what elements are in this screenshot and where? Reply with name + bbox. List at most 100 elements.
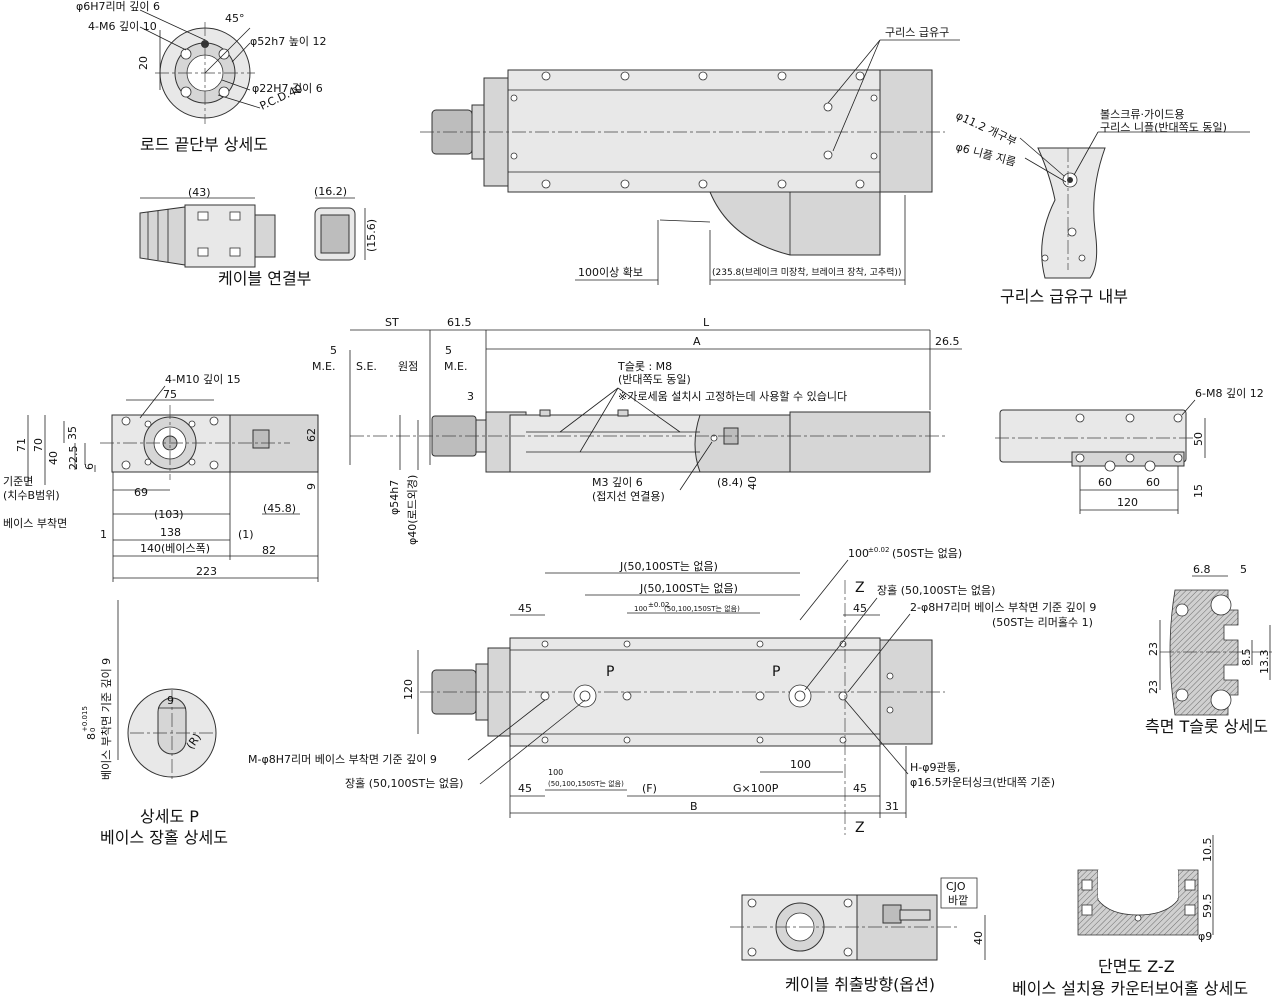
bottom-P1: P (606, 664, 614, 680)
end-view: 4-M10 깊이 15 75 71 70 35 40 22.5 6 62 9 6… (3, 373, 319, 582)
bottom-G: G×100P (733, 782, 779, 795)
end-mount-label: 베이스 부착면 (3, 517, 67, 530)
bottom-d45c: 45 (518, 782, 532, 795)
grease-ballscrew-label: 볼스크류·가이드용 (1100, 108, 1184, 121)
bottom-100-bot: 100 (548, 768, 563, 777)
end-d70: 70 (32, 438, 45, 452)
bottom-view: P P J(50,100ST는 없음) J(50,100ST는 없음) 100 … (248, 546, 1096, 836)
end-d40: 40 (47, 451, 60, 465)
end-d140: 140(베이스폭) (140, 542, 210, 555)
side-phi54: φ54h7 (388, 480, 401, 515)
rod-dim-20: 20 (137, 56, 150, 70)
side-d40: 40 (746, 476, 759, 490)
rear-tap-label: 6-M8 깊이 12 (1195, 387, 1264, 400)
p-d8-tol2: 0 (89, 728, 97, 732)
grease-port-label: 구리스 급유구 (885, 26, 949, 39)
end-d69: 69 (134, 486, 148, 499)
grease-detail: 볼스크류·가이드용 구리스 니플(반대쪽도 동일) φ11.2 개구부 φ6 니… (954, 108, 1250, 306)
end-d9: 9 (305, 483, 318, 490)
bottom-d45a: 45 (518, 602, 532, 615)
bottom-reamer2: 2-φ8H7리머 베이스 부착면 기준 깊이 9 (910, 601, 1096, 614)
end-d1b: (1) (238, 528, 254, 541)
end-d82: 82 (262, 544, 276, 557)
zz-caption1: 단면도 Z-Z (1098, 957, 1175, 976)
tslot-d6-8: 6.8 (1193, 563, 1211, 576)
side-origin: 원점 (398, 360, 418, 373)
side-m3: M3 깊이 6 (592, 476, 643, 489)
rear-d15: 15 (1192, 484, 1205, 498)
side-tslot2: (반대쪽도 동일) (618, 372, 691, 386)
end-d6: 6 (83, 463, 96, 470)
side-d5a: 5 (330, 344, 337, 357)
end-d103: (103) (154, 508, 184, 521)
rear-d60b: 60 (1146, 476, 1160, 489)
rear-d60a: 60 (1098, 476, 1112, 489)
top-view-100: 100이상 확보 (578, 266, 643, 279)
bottom-reamer2b: (50ST는 리머홀수 1) (992, 616, 1093, 629)
zz-d59-5: 59.5 (1201, 894, 1214, 919)
side-se: S.E. (356, 360, 377, 373)
rod-reamer-label: φ6H7리머 깊이 6 (76, 0, 160, 13)
end-ref-label2: (치수B범위) (3, 489, 60, 502)
end-d45-8: (45.8) (263, 502, 296, 515)
p-caption2: 베이스 장홀 상세도 (100, 828, 228, 847)
rod-bore-label: φ22H7 깊이 6 (252, 82, 323, 95)
bottom-slot-l: 장홀 (50,100ST는 없음) (345, 777, 463, 790)
bottom-slot-r: 장홀 (50,100ST는 없음) (877, 584, 995, 597)
side-61-5: 61.5 (447, 316, 472, 329)
cable-dim-43: (43) (188, 186, 211, 199)
bottom-d45d: 45 (853, 782, 867, 795)
top-view-235: (235.8(브레이크 미장착, 브레이크 장착, 고추력)) (712, 266, 901, 278)
side-me1: M.E. (312, 360, 335, 373)
tslot-d8-5: 8.5 (1240, 649, 1253, 667)
side-me2: M.E. (444, 360, 467, 373)
cable-exit: CJO 바깥 40 케이블 취출방향(옵션) (730, 877, 986, 994)
rod-angle-label: 45° (225, 12, 245, 25)
side-view: ST 61.5 L A 26.5 5 5 M.E. S.E. 원점 M.E. 3… (312, 316, 962, 545)
end-d138: 138 (160, 526, 181, 539)
bottom-100-top: 100 (848, 547, 869, 560)
bottom-100-r: 100 (790, 758, 811, 771)
p-d8-tol: +0.015 (81, 706, 89, 732)
bottom-d45b: 45 (853, 602, 867, 615)
side-A: A (693, 335, 701, 348)
side-26-5: 26.5 (935, 335, 960, 348)
tslot-detail: 6.8 5 23 23 8.5 13.3 측면 T슬롯 상세도 (1145, 563, 1275, 736)
bottom-B: B (690, 800, 698, 813)
cable-exit-caption: 케이블 취출방향(옵션) (785, 975, 935, 994)
rear-d50: 50 (1192, 432, 1205, 446)
tslot-d23a: 23 (1147, 642, 1160, 656)
end-d1a: 1 (100, 528, 107, 541)
side-st: ST (385, 316, 399, 329)
zz-phi9: φ9 (1198, 930, 1212, 943)
bottom-H2: φ16.5카운터싱크(반대쪽 기준) (910, 776, 1055, 789)
zz-caption2: 베이스 설치용 카운터보어홀 상세도 (1012, 979, 1248, 998)
rear-view: 6-M8 깊이 12 50 15 60 60 120 (995, 387, 1264, 514)
end-d223: 223 (196, 565, 217, 578)
bottom-F: (F) (642, 782, 657, 795)
cable-exit-d40: 40 (972, 931, 985, 945)
bottom-reamerM: M-φ8H7리머 베이스 부착면 기준 깊이 9 (248, 753, 437, 766)
grease-nipple-label: 구리스 니플(반대쪽도 동일) (1100, 120, 1227, 134)
bottom-J1: J(50,100ST는 없음) (619, 560, 718, 573)
top-view: 구리스 급유구 100이상 확보 (235.8(브레이크 미장착, 브레이크 장… (420, 26, 960, 285)
rod-end-caption: 로드 끝단부 상세도 (140, 135, 268, 154)
side-phi40: φ40(로드외경) (406, 475, 419, 545)
p-vert: 베이스 부착면 기준 깊이 9 (100, 658, 113, 780)
rod-spigot-label: φ52h7 높이 12 (250, 35, 326, 48)
zz-d10-5: 10.5 (1201, 838, 1214, 863)
bottom-J2: J(50,100ST는 없음) (639, 582, 738, 595)
side-tslot: T슬롯 : M8 (617, 360, 672, 373)
section-zz: 10.5 59.5 φ9 단면도 Z-Z 베이스 설치용 카운터보어홀 상세도 (1012, 835, 1248, 998)
tslot-d13-3: 13.3 (1258, 650, 1271, 675)
p-caption1: 상세도 P (140, 807, 199, 826)
p-d8: 8 (85, 733, 98, 740)
end-d22-5: 22.5 (67, 446, 80, 471)
cable-exit-cjo2: 바깥 (948, 894, 968, 907)
cable-connection-caption: 케이블 연결부 (218, 269, 311, 288)
bottom-100-top-sup: ±0.02 (868, 546, 889, 554)
end-d62: 62 (305, 428, 318, 442)
bottom-d31: 31 (885, 800, 899, 813)
side-m3b: (접지선 연결용) (592, 490, 665, 503)
